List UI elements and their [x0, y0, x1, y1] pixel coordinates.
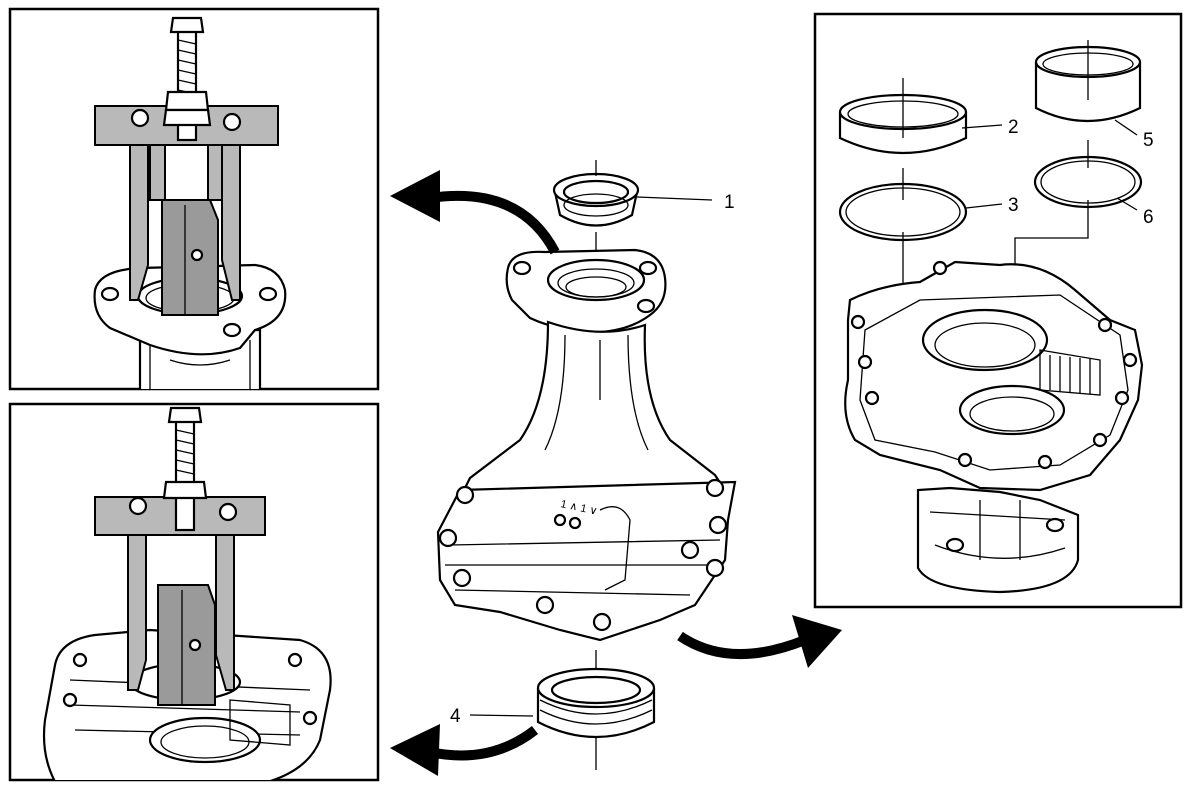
oil-seal-1 — [552, 172, 640, 227]
callout-1: 1 — [724, 192, 735, 213]
center-rear-housing-assembly: 1 ∧ 1 ∨ — [436, 160, 737, 770]
bearing-seal-4 — [536, 667, 656, 739]
callout-2: 2 — [1008, 117, 1019, 138]
arrow-to-top-left-inset — [390, 170, 560, 255]
arrow-to-right-inset — [677, 615, 842, 668]
leader-line-6 — [1116, 197, 1138, 211]
callout-3: 3 — [1008, 195, 1019, 216]
leader-line-2 — [961, 124, 1003, 129]
arrow-to-bottom-left-inset — [390, 724, 539, 776]
inset-bottom-left-puller-on-case — [8, 402, 380, 782]
leader-line-4 — [469, 714, 534, 717]
inset-top-left-puller-on-housing — [8, 7, 380, 391]
leader-line-1 — [636, 196, 713, 201]
callout-4: 4 — [450, 706, 461, 727]
callout-6: 6 — [1143, 207, 1154, 228]
leader-line-3 — [965, 203, 1003, 209]
inset-right-case-bearings — [813, 12, 1183, 609]
callout-5: 5 — [1143, 130, 1154, 151]
leader-line-5 — [1114, 119, 1138, 136]
